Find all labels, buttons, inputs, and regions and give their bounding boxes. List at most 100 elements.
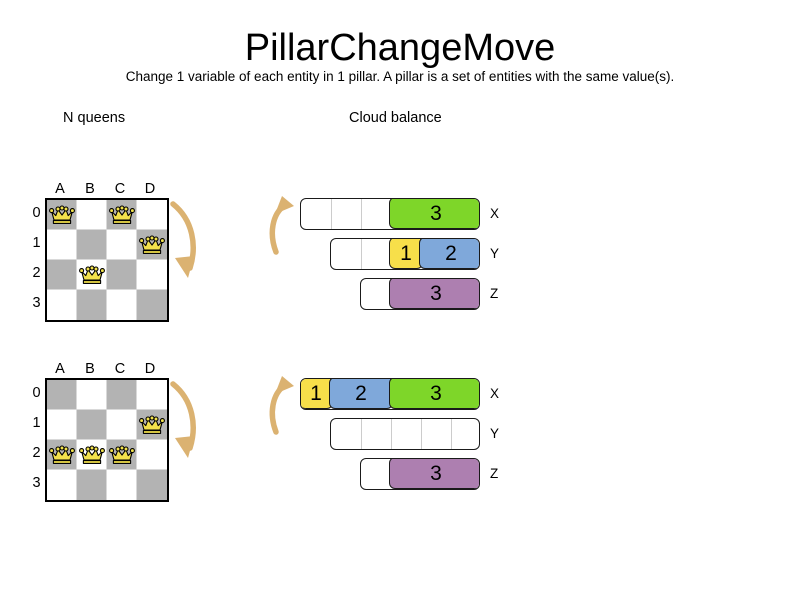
- grid-line: [76, 260, 77, 290]
- queen-piece-icon[interactable]: [107, 200, 137, 230]
- cloud-process-segment[interactable]: 3: [389, 459, 479, 489]
- grid-line: [76, 230, 77, 260]
- cloud-computer-label-x: X: [490, 206, 500, 221]
- grid-line: [137, 439, 167, 440]
- cloud-computer-label-z: Z: [490, 466, 499, 481]
- cloud-computer-bar[interactable]: [330, 418, 480, 450]
- board-cell[interactable]: [47, 470, 77, 500]
- cloud-process-segment[interactable]: 3: [389, 199, 479, 229]
- cloud-process-segment[interactable]: 3: [389, 379, 479, 409]
- grid-line: [137, 409, 167, 410]
- cloud-process-segment[interactable]: 1: [301, 379, 333, 409]
- board-cell[interactable]: [77, 380, 107, 410]
- board-cell[interactable]: [77, 410, 107, 440]
- curved-arrow-up-icon: [266, 376, 306, 451]
- file-label-a: A: [55, 181, 65, 197]
- board-cell[interactable]: [47, 230, 77, 260]
- board-cell[interactable]: [107, 260, 137, 290]
- queen-piece-icon[interactable]: [47, 440, 77, 470]
- queen-piece-icon[interactable]: [137, 410, 167, 440]
- cloud-bar-row: Y: [330, 418, 520, 450]
- board-cell[interactable]: [107, 380, 137, 410]
- board-cell[interactable]: [77, 200, 107, 230]
- cloud-computer-bar[interactable]: 3: [360, 278, 480, 310]
- rank-label-0: 0: [32, 385, 41, 401]
- board-cell[interactable]: [137, 290, 167, 320]
- grid-line: [136, 260, 137, 290]
- grid-line: [107, 439, 137, 440]
- queen-piece-icon[interactable]: [107, 440, 137, 470]
- board-cell[interactable]: [47, 380, 77, 410]
- board-cell[interactable]: [77, 230, 107, 260]
- cloud-computer-label-y: Y: [490, 246, 500, 261]
- board-cell[interactable]: [137, 440, 167, 470]
- cloud-process-segment[interactable]: 2: [419, 239, 479, 269]
- grid-line: [77, 229, 107, 230]
- board-cell[interactable]: [107, 290, 137, 320]
- board-cell[interactable]: [47, 290, 77, 320]
- grid-line: [77, 439, 107, 440]
- section-heading-cloud-balance: Cloud balance: [349, 110, 442, 126]
- grid-line: [106, 200, 107, 230]
- queen-piece-icon[interactable]: [77, 260, 107, 290]
- grid-line: [47, 229, 77, 230]
- bar-cell-divider: [421, 419, 422, 449]
- cloud-computer-bar[interactable]: 3: [360, 458, 480, 490]
- cloud-process-segment[interactable]: 2: [329, 379, 393, 409]
- file-label-c: C: [114, 181, 126, 197]
- grid-line: [136, 410, 137, 440]
- grid-line: [136, 200, 137, 230]
- grid-line: [76, 380, 77, 410]
- board-cell[interactable]: [47, 410, 77, 440]
- grid-line: [76, 440, 77, 470]
- cloud-computer-bar[interactable]: 3: [300, 198, 480, 230]
- cloud-computer-label-z: Z: [490, 286, 499, 301]
- rank-label-0: 0: [32, 205, 41, 221]
- board-cell[interactable]: [47, 260, 77, 290]
- page-subtitle: Change 1 variable of each entity in 1 pi…: [125, 69, 675, 84]
- board-cell[interactable]: [137, 260, 167, 290]
- board-cell[interactable]: [137, 470, 167, 500]
- board-cell[interactable]: [77, 470, 107, 500]
- board-cell[interactable]: [107, 410, 137, 440]
- grid-line: [137, 229, 167, 230]
- board-cell[interactable]: [137, 200, 167, 230]
- curved-arrow-down-icon: [163, 370, 203, 475]
- queen-piece-icon[interactable]: [77, 440, 107, 470]
- grid-line: [47, 409, 77, 410]
- board-rank-labels: 0 1 2 3: [30, 378, 43, 498]
- grid-line: [47, 259, 77, 260]
- grid-line: [77, 409, 107, 410]
- grid-line: [107, 469, 137, 470]
- queen-piece-icon[interactable]: [137, 230, 167, 260]
- chessboard: [45, 378, 169, 502]
- grid-line: [107, 259, 137, 260]
- queen-piece-icon[interactable]: [47, 200, 77, 230]
- grid-line: [106, 380, 107, 410]
- rank-label-3: 3: [32, 475, 41, 491]
- file-label-a: A: [55, 361, 65, 377]
- board-cell[interactable]: [137, 380, 167, 410]
- grid-line: [106, 410, 107, 440]
- board-cell[interactable]: [77, 290, 107, 320]
- rank-label-2: 2: [32, 445, 41, 461]
- file-label-b: B: [85, 361, 95, 377]
- bar-cell-divider: [361, 419, 362, 449]
- grid-line: [136, 380, 137, 410]
- cloud-process-segment[interactable]: 3: [389, 279, 479, 309]
- grid-line: [77, 469, 107, 470]
- grid-line: [137, 469, 167, 470]
- file-label-d: D: [144, 361, 156, 377]
- bar-cell-divider: [391, 419, 392, 449]
- cloud-process-segment[interactable]: 1: [389, 239, 423, 269]
- rank-label-1: 1: [32, 415, 41, 431]
- board-cell[interactable]: [107, 230, 137, 260]
- board-cell[interactable]: [107, 470, 137, 500]
